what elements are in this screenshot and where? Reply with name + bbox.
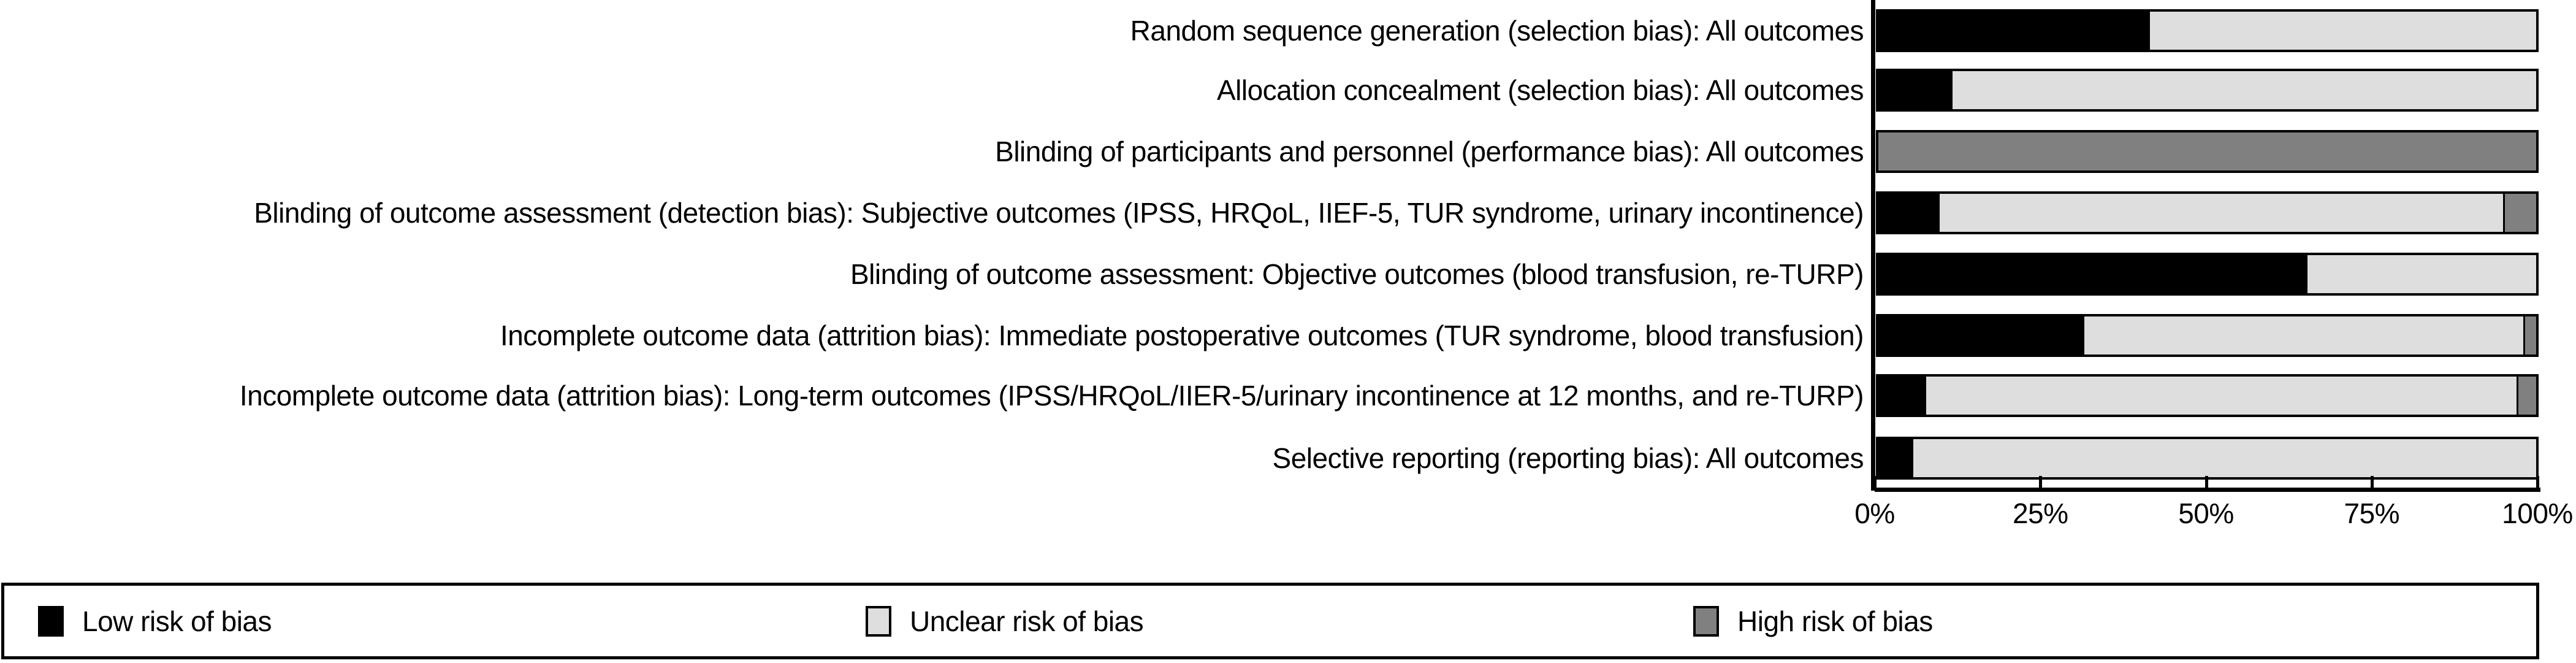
stacked-bar bbox=[1876, 374, 2539, 417]
bar-segment-high bbox=[2523, 316, 2536, 354]
bar-segment-low bbox=[1878, 316, 2083, 354]
stacked-bar bbox=[1876, 253, 2539, 296]
stacked-bar bbox=[1876, 437, 2539, 480]
x-tick-label: 75% bbox=[2344, 497, 2400, 529]
legend-item-unclear: Unclear risk of bias bbox=[866, 586, 1144, 656]
bar-segment-high bbox=[1878, 132, 2536, 171]
bar-segment-high bbox=[2503, 194, 2536, 232]
bar-segment-unclear bbox=[2147, 12, 2536, 50]
bar-segment-low bbox=[1878, 194, 1938, 232]
bar-segment-unclear bbox=[1911, 439, 2536, 477]
x-tick-label: 100% bbox=[2502, 497, 2573, 529]
x-tick-mark bbox=[2370, 476, 2374, 491]
legend-swatch-high bbox=[1693, 605, 1719, 637]
category-label: Blinding of participants and personnel (… bbox=[995, 136, 1864, 167]
legend: Low risk of bias Unclear risk of bias Hi… bbox=[1, 583, 2539, 659]
stacked-bar bbox=[1876, 9, 2539, 52]
bar-segment-unclear bbox=[1924, 377, 2517, 415]
bar-segment-unclear bbox=[1951, 71, 2536, 109]
legend-swatch-low bbox=[38, 605, 64, 637]
x-tick-mark bbox=[2204, 476, 2208, 491]
legend-label-high: High risk of bias bbox=[1737, 605, 1933, 637]
bar-segment-low bbox=[1878, 12, 2148, 50]
bar-segment-unclear bbox=[2306, 255, 2536, 293]
x-tick-mark bbox=[2536, 476, 2539, 491]
category-label: Allocation concealment (selection bias):… bbox=[1216, 74, 1864, 106]
stacked-bar bbox=[1876, 314, 2539, 357]
category-label: Incomplete outcome data (attrition bias)… bbox=[239, 380, 1864, 412]
bar-segment-high bbox=[2516, 377, 2536, 415]
legend-swatch-unclear bbox=[866, 605, 891, 637]
stacked-bar bbox=[1876, 69, 2539, 112]
y-axis-line bbox=[1871, 0, 1875, 491]
x-tick-label: 50% bbox=[2178, 497, 2234, 529]
legend-label-unclear: Unclear risk of bias bbox=[910, 605, 1144, 637]
legend-item-high: High risk of bias bbox=[1693, 586, 1933, 656]
legend-item-low: Low risk of bias bbox=[38, 586, 272, 656]
x-tick-label: 25% bbox=[2012, 497, 2068, 529]
bar-segment-unclear bbox=[1937, 194, 2504, 232]
category-label: Selective reporting (reporting bias): Al… bbox=[1272, 442, 1864, 474]
stacked-bar bbox=[1876, 130, 2539, 173]
risk-of-bias-chart: Random sequence generation (selection bi… bbox=[239, 0, 2573, 529]
bar-segment-low bbox=[1878, 71, 1951, 109]
category-label: Blinding of outcome assessment (detectio… bbox=[254, 197, 1864, 229]
bar-segment-low bbox=[1878, 255, 2306, 293]
category-label: Blinding of outcome assessment: Objectiv… bbox=[850, 258, 1864, 290]
bar-segment-low bbox=[1878, 377, 1925, 415]
bar-segment-unclear bbox=[2082, 316, 2523, 354]
bar-segment-low bbox=[1878, 439, 1911, 477]
category-label: Random sequence generation (selection bi… bbox=[1130, 15, 1864, 47]
stacked-bar bbox=[1876, 191, 2539, 234]
legend-label-low: Low risk of bias bbox=[82, 605, 272, 637]
x-tick-mark bbox=[1873, 476, 1877, 491]
x-tick-label: 0% bbox=[1854, 497, 1895, 529]
category-label: Incomplete outcome data (attrition bias)… bbox=[500, 320, 1864, 351]
x-tick-mark bbox=[2039, 476, 2043, 491]
